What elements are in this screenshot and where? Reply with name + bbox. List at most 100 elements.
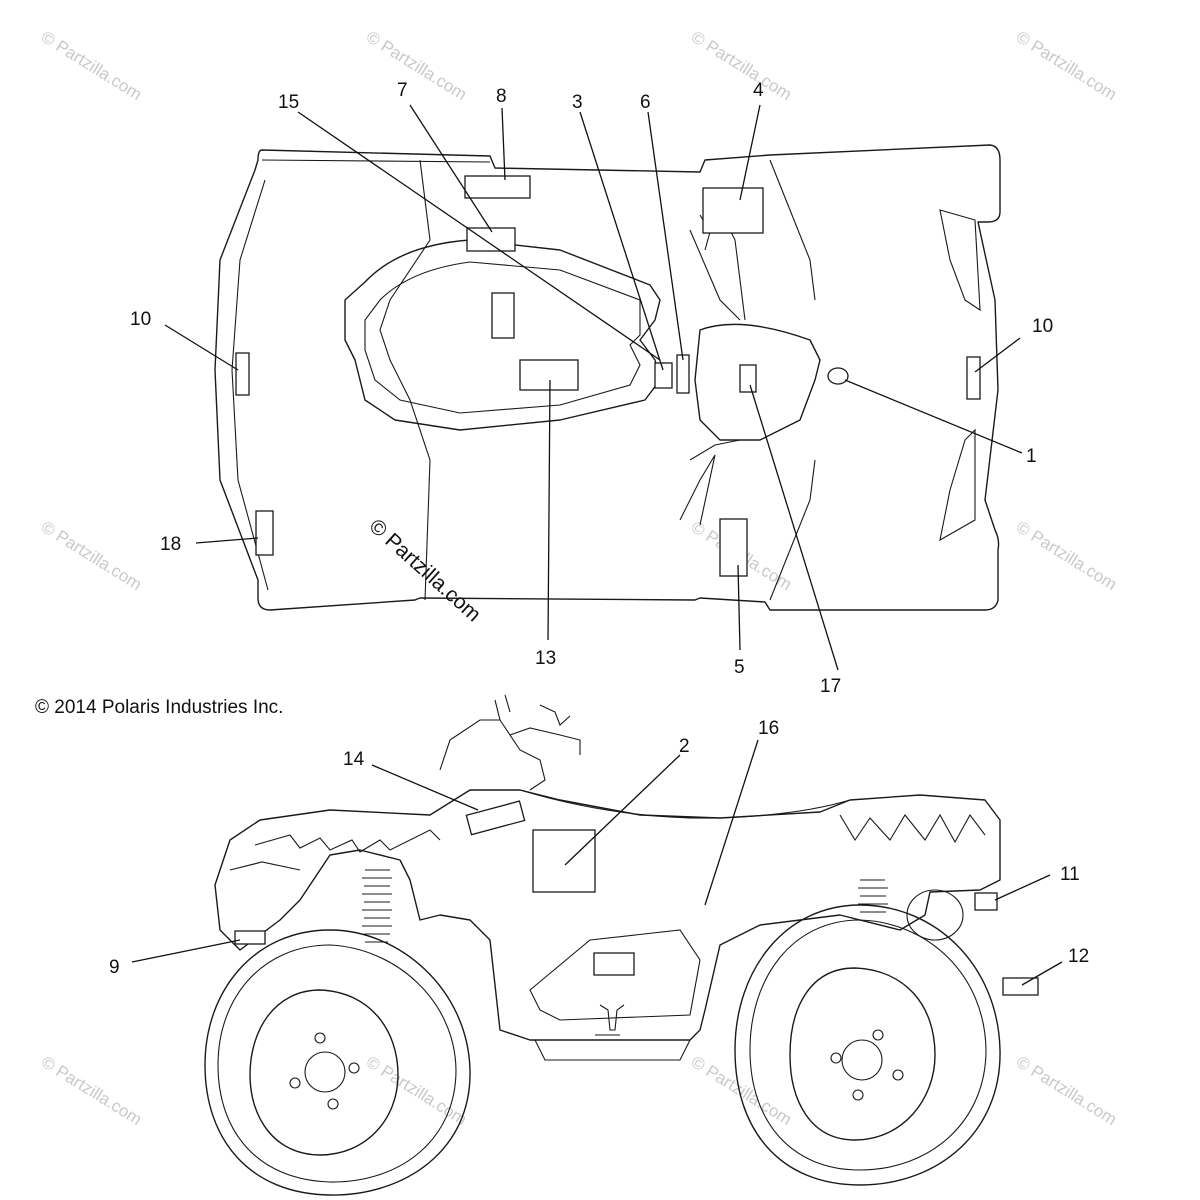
leader-10-right xyxy=(974,337,1021,373)
atv-top-view xyxy=(214,144,1001,611)
front-fender-inner xyxy=(769,159,816,601)
callout-4: 4 xyxy=(753,80,764,101)
leader-15 xyxy=(297,111,661,361)
front-lug xyxy=(872,1029,884,1041)
leader-18 xyxy=(195,537,259,544)
rear-tire-inner xyxy=(217,944,457,1183)
leader-5 xyxy=(737,564,741,651)
decal-8 xyxy=(464,175,531,199)
rear-fender-inner xyxy=(261,159,491,601)
leader-9 xyxy=(131,939,241,963)
watermark-text: © Partzilla.com xyxy=(688,27,795,104)
front-lug xyxy=(892,1069,904,1081)
seat-outline xyxy=(344,239,661,431)
decal-4 xyxy=(702,187,764,234)
callout-18: 18 xyxy=(160,534,181,555)
decal-1 xyxy=(827,367,849,385)
leader-11 xyxy=(994,874,1051,901)
footwell-frame xyxy=(529,929,701,1061)
headlight xyxy=(906,889,964,941)
watermark-text: © Partzilla.com xyxy=(1013,1052,1120,1129)
rear-tire xyxy=(204,929,471,1196)
engine-detail xyxy=(595,1004,625,1036)
callout-14: 14 xyxy=(343,749,365,770)
handlebar-assembly xyxy=(439,694,581,791)
callout-13: 13 xyxy=(535,648,556,669)
top-leader-lines xyxy=(164,104,1023,671)
decal-12 xyxy=(1002,977,1039,996)
callout-5: 5 xyxy=(734,657,745,678)
front-hub xyxy=(841,1039,883,1081)
callout-3: 3 xyxy=(572,92,583,113)
rear-lug xyxy=(348,1062,360,1074)
watermark-text: © Partzilla.com xyxy=(363,27,470,104)
leader-13 xyxy=(547,379,551,641)
leader-12 xyxy=(1021,961,1063,986)
callout-9: 9 xyxy=(109,957,120,978)
rear-lug xyxy=(314,1032,326,1044)
decal-13 xyxy=(519,359,579,391)
watermark-text: © Partzilla.com xyxy=(1013,27,1120,104)
callout-15: 15 xyxy=(278,92,299,113)
decal-5 xyxy=(719,518,748,577)
leader-3 xyxy=(579,111,664,371)
decal-11 xyxy=(974,892,998,911)
callout-10-right: 10 xyxy=(1032,316,1053,337)
watermark-text: © Partzilla.com xyxy=(1013,517,1120,594)
callout-17: 17 xyxy=(820,676,841,697)
rear-rim xyxy=(249,989,399,1156)
watermark-center: © Partzilla.com xyxy=(365,515,486,627)
tank-outline xyxy=(694,323,821,441)
leader-1 xyxy=(844,379,1023,454)
front-rim xyxy=(789,967,936,1141)
rear-lug xyxy=(289,1077,301,1089)
handlebar-lower xyxy=(679,439,741,526)
decal-17 xyxy=(739,364,757,393)
front-shock-spring xyxy=(858,879,888,913)
atv-side-view xyxy=(204,694,1039,1196)
decal-10-front xyxy=(966,356,981,400)
rear-lug xyxy=(327,1098,339,1110)
decal-18 xyxy=(255,510,274,556)
front-vent-lower xyxy=(939,428,976,542)
callout-8: 8 xyxy=(496,86,507,107)
callout-6: 6 xyxy=(640,92,651,113)
front-lug xyxy=(830,1052,842,1064)
callout-1: 1 xyxy=(1026,446,1037,467)
decal-7 xyxy=(466,227,516,252)
top-callouts: 15 7 8 3 6 4 10 10 1 18 13 5 17 xyxy=(130,80,1053,697)
decal-floor xyxy=(593,952,635,976)
leader-4 xyxy=(739,104,761,201)
watermark-layer: © Partzilla.com © Partzilla.com © Partzi… xyxy=(38,27,1120,1129)
front-wheel xyxy=(734,904,1001,1186)
front-rack xyxy=(839,813,986,844)
copyright-text: © 2014 Polaris Industries Inc. xyxy=(35,697,283,718)
watermark-text: © Partzilla.com xyxy=(38,1052,145,1129)
front-vent-upper xyxy=(939,209,981,312)
front-tire xyxy=(734,904,1001,1186)
leader-10-left xyxy=(164,324,239,371)
decal-6 xyxy=(676,354,690,394)
leader-16 xyxy=(704,739,759,906)
front-lug xyxy=(852,1089,864,1101)
callout-12: 12 xyxy=(1068,946,1089,967)
seat-side xyxy=(519,789,851,819)
leader-2 xyxy=(564,754,681,866)
callout-2: 2 xyxy=(679,736,690,757)
leader-6 xyxy=(647,111,684,361)
seat-inner xyxy=(364,261,641,414)
callout-16: 16 xyxy=(758,718,779,739)
leader-17 xyxy=(749,384,839,671)
decal-14 xyxy=(465,800,526,836)
watermark-text: © Partzilla.com xyxy=(38,27,145,104)
decal-2 xyxy=(532,829,596,893)
leader-14 xyxy=(371,764,479,811)
leader-7 xyxy=(409,104,493,233)
rear-fender-outline xyxy=(214,144,1001,611)
decal-9 xyxy=(234,930,266,945)
callout-7: 7 xyxy=(397,80,408,101)
side-callouts: 2 14 16 11 12 9 xyxy=(109,718,1089,978)
rear-wheel xyxy=(204,929,471,1196)
front-tire-inner xyxy=(749,919,987,1171)
